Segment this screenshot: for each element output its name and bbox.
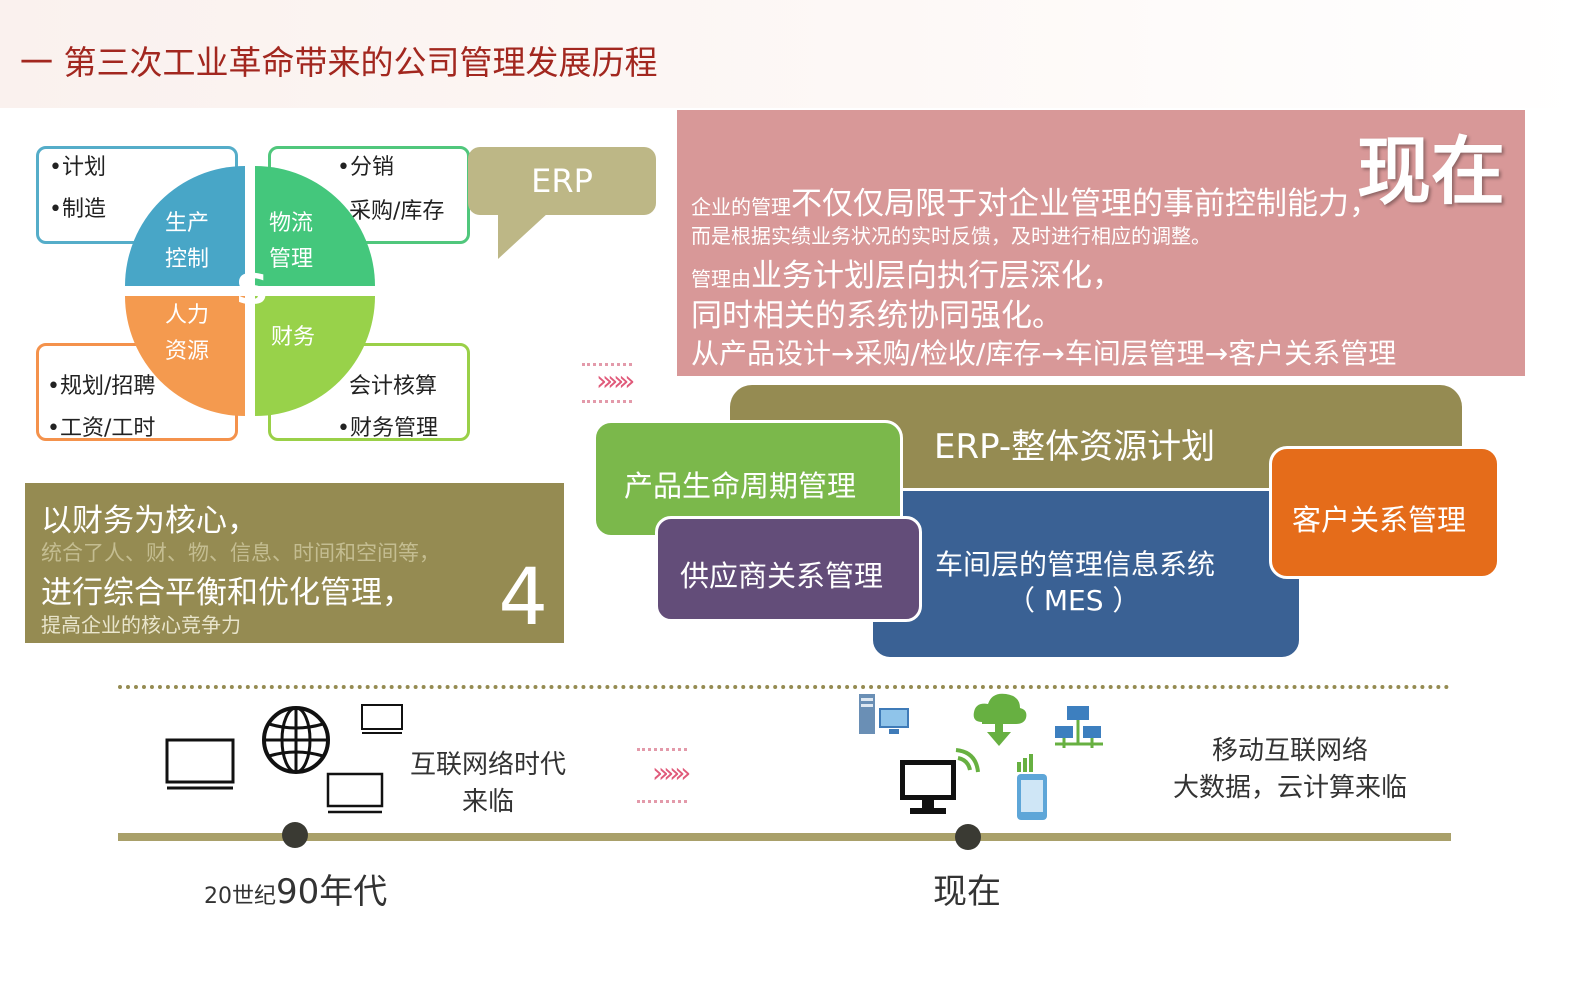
bullet-text: 会计核算	[349, 374, 438, 399]
mes-block: 车间层的管理信息系统 （ MES ）	[870, 488, 1302, 660]
dotted-line	[582, 400, 632, 403]
block-label: ERP-整体资源计划	[934, 427, 1216, 467]
network-icon	[1055, 706, 1103, 748]
bullet-text: 采购/库存	[349, 199, 445, 224]
monitor-icon	[165, 738, 235, 790]
timeline-marker	[282, 822, 308, 848]
block-label: 客户关系管理	[1292, 503, 1467, 537]
now-line: 管理由业务计划层向执行层深化，	[691, 250, 1123, 295]
header-band	[0, 0, 1587, 108]
section-number: 4	[498, 553, 548, 643]
quadrant-label: 生产 控制	[165, 206, 209, 278]
monitor-icon	[326, 772, 384, 814]
arrow-icon: »»»	[652, 756, 691, 789]
block-label: 产品生命周期管理	[624, 469, 857, 503]
dotted-line	[582, 363, 632, 366]
now-title: 现在	[1357, 129, 1505, 215]
now-text-small: 管理由	[691, 267, 751, 291]
now-text-big: 业务计划层向执行层深化，	[751, 258, 1123, 294]
cloud-download-icon	[973, 693, 1027, 746]
timeline-big: 90年代	[276, 872, 388, 912]
core-line: 提高企业的核心竞争力	[41, 613, 241, 637]
monitor-icon	[361, 704, 403, 734]
quadrant-line: 管理	[269, 247, 314, 272]
bullet-text: •计划	[49, 155, 106, 180]
dotted-line	[637, 800, 687, 803]
timeline-bar	[118, 833, 1451, 841]
dotted-separator	[118, 685, 1450, 689]
now-line: 而是根据实绩业务状况的实时反馈，及时进行相应的调整。	[691, 224, 1211, 248]
timeline-label-left: 20世纪90年代	[204, 864, 387, 913]
now-line: 从产品设计→采购/检收/库存→车间层管理→客户关系管理	[691, 337, 1397, 370]
quadrant-line: 生产	[165, 211, 210, 236]
bullet-text: •财务管理	[337, 416, 438, 441]
quadrant-label: 人力 资源	[165, 298, 209, 370]
block-label: 供应商关系管理	[680, 559, 884, 593]
now-box: 现在 企业的管理不仅仅局限于对企业管理的事前控制能力， 而是根据实绩业务状况的实…	[677, 110, 1525, 376]
era-line: 移动互联网络	[1211, 736, 1368, 766]
dollar-icon: $	[235, 260, 269, 316]
timeline-small: 20世纪	[204, 884, 276, 909]
finance-core-box: 以财务为核心， 统合了人、财、物、信息、时间和空间等， 进行综合平衡和优化管理，…	[25, 483, 564, 643]
quadrant-line: 物流	[269, 211, 314, 236]
era-line: 大数据，云计算来临	[1172, 773, 1407, 803]
desktop-wifi-icon	[900, 748, 980, 814]
bullet-text: •工资/工时	[47, 416, 156, 441]
block-label: （ MES ）	[1007, 584, 1141, 617]
block-label: 车间层的管理信息系统	[935, 548, 1216, 581]
era-mobile-text: 移动互联网络 大数据，云计算来临	[1150, 730, 1430, 804]
phone-signal-icon	[1017, 754, 1047, 820]
era-line: 来临	[461, 787, 514, 817]
page-title: 一 第三次工业革命带来的公司管理发展历程	[20, 43, 658, 82]
quadrant-line: 资源	[165, 339, 210, 364]
core-line: 统合了人、财、物、信息、时间和空间等，	[41, 541, 440, 565]
quadrant-line: 控制	[165, 247, 210, 272]
era-internet-text: 互联网络时代 来临	[408, 744, 568, 818]
arrow-icon: »»»	[596, 364, 635, 397]
core-line: 以财务为核心，	[41, 503, 258, 539]
quadrant-label: 物流 管理	[269, 206, 313, 278]
quadrant-line: 人力	[165, 303, 210, 328]
bullet-text: •规划/招聘	[47, 374, 156, 399]
quadrant-label: 财务	[271, 325, 316, 350]
erp-speech-bubble: ERP	[468, 147, 656, 215]
now-line: 同时相关的系统协同强化。	[691, 298, 1063, 334]
now-text-small: 企业的管理	[691, 195, 791, 219]
era-line: 互联网络时代	[409, 750, 566, 780]
bubble-tail	[498, 213, 548, 259]
timeline-label-right: 现在	[933, 872, 1001, 912]
bullet-text: •分销	[337, 155, 394, 180]
now-line: 企业的管理不仅仅局限于对企业管理的事前控制能力，	[691, 178, 1380, 223]
timeline-marker	[955, 824, 981, 850]
globe-icon	[262, 706, 330, 774]
dotted-line	[637, 748, 687, 751]
srm-block: 供应商关系管理	[655, 516, 922, 622]
quadrant-finance: 财务	[255, 296, 375, 416]
crm-block: 客户关系管理	[1269, 446, 1500, 579]
bullet-text: •制造	[49, 197, 106, 222]
core-line: 进行综合平衡和优化管理，	[41, 575, 413, 611]
server-icon	[859, 694, 909, 734]
now-text-big: 不仅仅局限于对企业管理的事前控制能力，	[791, 186, 1380, 222]
